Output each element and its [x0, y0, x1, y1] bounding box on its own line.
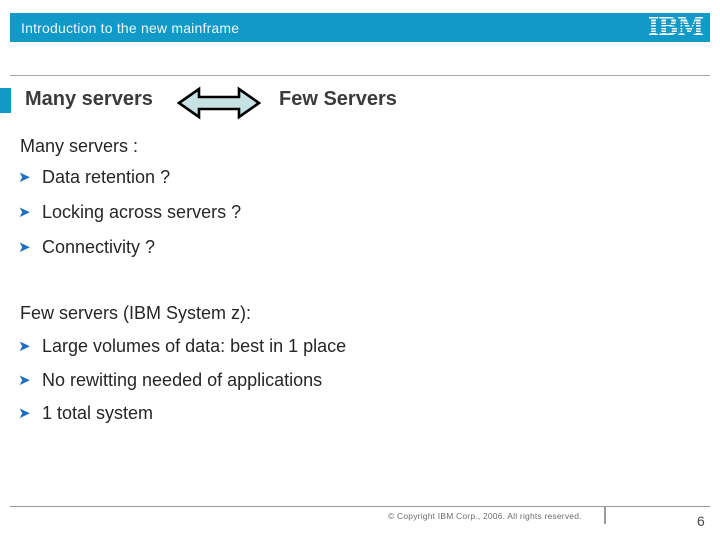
copyright-notice: © Copyright IBM Corp., 2006. All rights …: [388, 511, 582, 521]
bullet-text: Locking across servers ?: [42, 202, 242, 222]
list-item: ➤ 1 total system: [18, 403, 153, 424]
arrowhead-bullet-icon: ➤: [18, 405, 31, 422]
list-item: ➤ Large volumes of data: best in 1 place: [18, 336, 346, 357]
title-many-servers: Many servers: [25, 88, 153, 110]
list-item: ➤ Locking across servers ?: [18, 202, 241, 223]
list-item: ➤ Data retention ?: [18, 167, 170, 188]
ibm-logo-icon: IBM: [647, 12, 704, 41]
arrowhead-bullet-icon: ➤: [18, 204, 31, 221]
title-few-servers: Few Servers: [279, 88, 397, 110]
section-2-heading: Few servers (IBM System z):: [20, 303, 252, 323]
arrowhead-bullet-icon: ➤: [18, 239, 31, 256]
page-number: 6: [697, 513, 705, 529]
bullet-text: Large volumes of data: best in 1 place: [42, 336, 347, 356]
double-arrow-icon: [176, 86, 262, 120]
header-divider: [10, 75, 710, 76]
bullet-text: Connectivity ?: [42, 237, 156, 257]
header-bar: Introduction to the new mainframe IBM: [10, 13, 710, 42]
arrowhead-bullet-icon: ➤: [18, 338, 31, 355]
section-1-heading: Many servers :: [20, 136, 139, 156]
bullet-text: 1 total system: [42, 403, 154, 423]
footer-tick-divider: [604, 506, 606, 524]
arrowhead-bullet-icon: ➤: [18, 169, 31, 186]
bullet-text: Data retention ?: [42, 167, 171, 187]
list-item: ➤ Connectivity ?: [18, 237, 155, 258]
arrowhead-bullet-icon: ➤: [18, 372, 31, 389]
bullet-text: No rewitting needed of applications: [42, 370, 323, 390]
header-title: Introduction to the new mainframe: [21, 19, 240, 36]
list-item: ➤ No rewitting needed of applications: [18, 370, 322, 391]
accent-square: [0, 88, 11, 113]
footer-divider: [10, 506, 710, 507]
